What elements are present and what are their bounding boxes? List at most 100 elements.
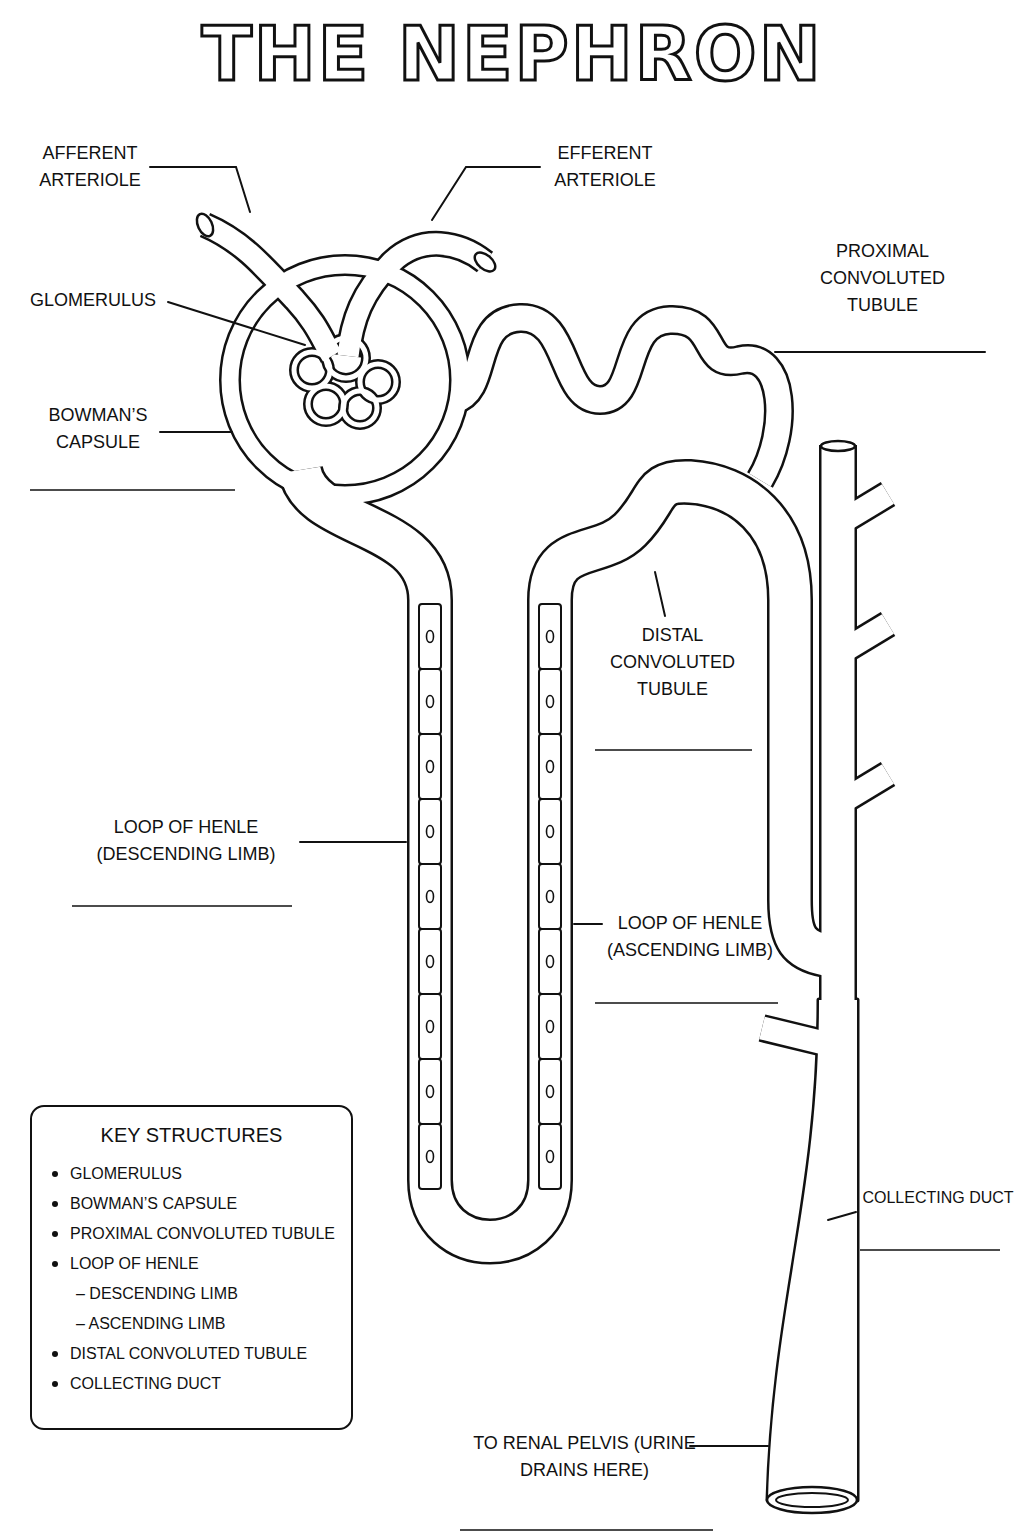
leader-line	[828, 1212, 856, 1220]
epithelial-cell	[419, 1059, 441, 1124]
efferent-arteriole-lumen	[348, 244, 485, 356]
vessel-opening	[471, 249, 498, 275]
key-item: LOOP OF HENLE	[48, 1249, 335, 1279]
duct-opening	[776, 1493, 848, 1507]
epithelial-cell	[539, 604, 561, 669]
leader-line	[775, 351, 985, 353]
glomerulus-loop-lumen	[360, 364, 396, 400]
cell-nucleus	[547, 696, 554, 708]
epithelial-cell	[539, 864, 561, 929]
proximal-convoluted-tubule-outline	[455, 318, 779, 480]
glomerulus-loop-lumen	[343, 391, 377, 425]
cell-nucleus	[547, 1151, 554, 1163]
leader-line	[300, 841, 406, 843]
glomerulus-loop-lumen	[326, 338, 366, 378]
part-label: AFFERENT ARTERIOLE	[25, 140, 155, 194]
afferent-arteriole-lumen	[205, 225, 332, 356]
bullet-dot	[52, 1261, 58, 1267]
duct-branch-lumen	[845, 624, 888, 650]
epithelial-cell	[419, 799, 441, 864]
cell-nucleus	[547, 826, 554, 838]
key-item: – DESCENDING LIMB	[48, 1279, 335, 1309]
cell-nucleus	[547, 1021, 554, 1033]
answer-blank	[30, 489, 235, 491]
vessel-opening	[194, 211, 217, 239]
epithelial-cell	[419, 734, 441, 799]
bullet-dot	[52, 1381, 58, 1387]
duct-branch-lumen	[845, 774, 888, 800]
duct-opening	[767, 1487, 857, 1513]
key-item: PROXIMAL CONVOLUTED TUBULE	[48, 1219, 335, 1249]
answer-blank	[595, 749, 752, 751]
key-box: KEY STRUCTURES GLOMERULUS BOWMAN’S CAPSULE…	[30, 1105, 353, 1430]
bowmans-capsule-lumen	[230, 265, 460, 495]
collecting-duct-outline	[768, 1000, 857, 1500]
epithelial-cell	[539, 734, 561, 799]
epithelial-cell	[419, 994, 441, 1059]
leader-line	[690, 1445, 768, 1447]
cell-nucleus	[547, 761, 554, 773]
key-heading: KEY STRUCTURES	[48, 1121, 335, 1149]
cell-nucleus	[547, 956, 554, 968]
collecting-duct-lumen	[768, 1000, 857, 1500]
bullet-dot	[52, 1351, 58, 1357]
key-item: GLOMERULUS	[48, 1159, 335, 1189]
cell-nucleus	[427, 956, 434, 968]
glomerulus-loop-outline	[343, 391, 377, 425]
key-item: – ASCENDING LIMB	[48, 1309, 335, 1339]
leader-line	[168, 302, 305, 345]
epithelial-cell	[539, 669, 561, 734]
cell-nucleus	[547, 1086, 554, 1098]
part-label: COLLECTING DUCT	[856, 1186, 1020, 1210]
cell-nucleus	[427, 631, 434, 643]
leader-line	[160, 431, 232, 433]
part-label: BOWMAN’S CAPSULE	[38, 402, 158, 456]
proximal-convoluted-tubule-lumen	[455, 318, 779, 480]
cell-nucleus	[547, 631, 554, 643]
epithelial-cell	[419, 1124, 441, 1189]
glomerulus-loop-outline	[360, 364, 396, 400]
key-item-text: – ASCENDING LIMB	[76, 1315, 225, 1332]
bullet-dot	[52, 1231, 58, 1237]
epithelial-cell	[539, 1124, 561, 1189]
answer-blanks	[30, 490, 1000, 1530]
bullet-dot	[52, 1171, 58, 1177]
duct-branch-lumen	[845, 494, 888, 520]
glomerulus-loop-lumen	[308, 386, 344, 422]
duct-opening	[821, 441, 855, 451]
part-label: EFFERENT ARTERIOLE	[540, 140, 670, 194]
answer-blank	[595, 1002, 778, 1004]
cell-nucleus	[547, 891, 554, 903]
epithelial-cell	[419, 929, 441, 994]
key-item-text: GLOMERULUS	[70, 1165, 182, 1182]
cell-nucleus	[427, 1021, 434, 1033]
key-item-text: DISTAL CONVOLUTED TUBULE	[70, 1345, 307, 1362]
key-item-text: BOWMAN’S CAPSULE	[70, 1195, 237, 1212]
cell-nucleus	[427, 1151, 434, 1163]
part-label: DISTAL CONVOLUTED TUBULE	[600, 622, 745, 703]
answer-blank	[460, 1529, 713, 1531]
epithelial-cell	[539, 929, 561, 994]
key-item-text: – DESCENDING LIMB	[76, 1285, 238, 1302]
key-item: BOWMAN’S CAPSULE	[48, 1189, 335, 1219]
epithelial-cell	[419, 669, 441, 734]
leader-line	[432, 167, 540, 220]
cell-nucleus	[427, 891, 434, 903]
part-label: LOOP OF HENLE (DESCENDING LIMB)	[75, 814, 297, 868]
renal-tubule-lumen	[300, 470, 826, 1242]
cell-nucleus	[427, 696, 434, 708]
collecting-duct-lumen	[822, 445, 855, 1010]
bullet-dot	[52, 1201, 58, 1207]
part-label: PROXIMAL CONVOLUTED TUBULE	[810, 238, 955, 319]
answer-blank	[860, 1249, 1000, 1251]
key-item-text: COLLECTING DUCT	[70, 1375, 221, 1392]
leader-line	[655, 572, 665, 616]
part-label: LOOP OF HENLE (ASCENDING LIMB)	[588, 910, 792, 964]
key-heading-text: KEY STRUCTURES	[101, 1124, 283, 1146]
leader-line	[150, 167, 250, 212]
key-item: COLLECTING DUCT	[48, 1369, 335, 1399]
epithelial-cell	[539, 799, 561, 864]
part-label: GLOMERULUS	[18, 287, 168, 314]
bowmans-capsule-outline	[230, 265, 460, 495]
